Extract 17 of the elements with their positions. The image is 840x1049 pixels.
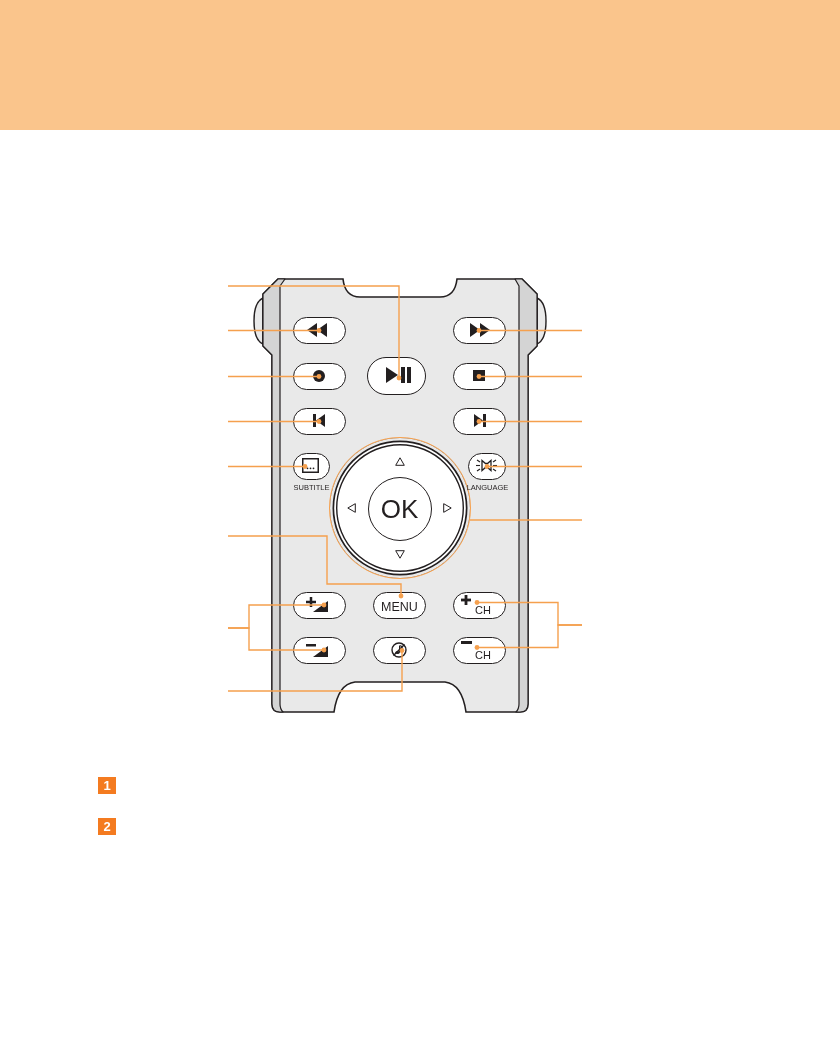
- leader-line: [227, 374, 322, 379]
- leader-line: [476, 328, 583, 333]
- ok-button: OK: [367, 476, 432, 541]
- callout-number: 2: [98, 818, 116, 835]
- leader-line: [227, 285, 402, 381]
- leader-line: [227, 328, 322, 333]
- callout-number: 1: [98, 777, 116, 794]
- leader-line: [469, 519, 583, 521]
- leader-line: [474, 624, 583, 650]
- leader-line: [227, 648, 405, 692]
- leader-line: [476, 374, 583, 379]
- leader-line: [227, 627, 327, 653]
- leader-line: [227, 419, 322, 424]
- leader-line: [227, 464, 308, 469]
- leader-line: [484, 464, 583, 469]
- leader-line: [476, 419, 583, 424]
- leader-line: [227, 535, 404, 599]
